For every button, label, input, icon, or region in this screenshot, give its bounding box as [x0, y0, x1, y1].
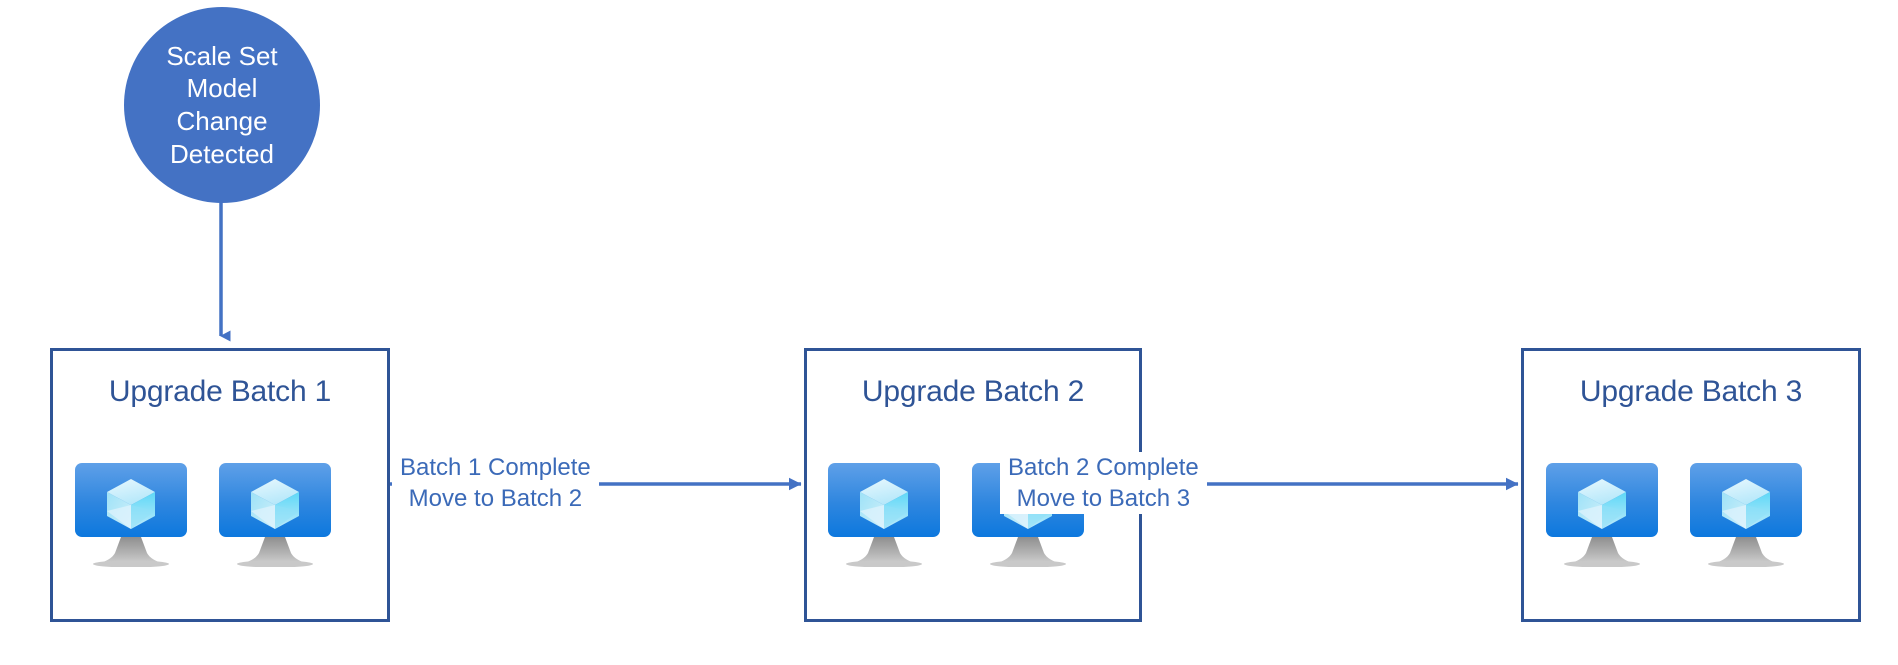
scale-set-model-change-detected-node[interactable]: Scale Set Model Change Detected	[124, 7, 320, 203]
trigger-line-1: Scale Set	[166, 40, 278, 71]
trigger-line-3: Change	[176, 106, 268, 136]
trigger-line-4: Detected	[169, 138, 275, 169]
edge-label-1-line-1: Batch 1 Complete	[400, 454, 591, 481]
upgrade-batch-3-box[interactable]: Upgrade Batch 3	[1521, 348, 1861, 622]
virtual-machine-monitor-icon	[217, 463, 333, 567]
upgrade-batch-1-title: Upgrade Batch 1	[108, 375, 332, 408]
edge-label-2-line-2: Move to Batch 3	[1016, 485, 1191, 513]
edge-label-batch-2-to-batch-3: Batch 2 Complete Move to Batch 3	[1000, 452, 1207, 515]
virtual-machine-monitor-icon	[73, 463, 189, 567]
virtual-machine-monitor-icon	[1544, 463, 1660, 567]
edge-label-2-line-1: Batch 2 Complete	[1008, 454, 1199, 481]
edge-label-1-line-2: Move to Batch 2	[408, 485, 583, 513]
upgrade-batch-2-title: Upgrade Batch 2	[861, 375, 1085, 408]
virtual-machine-monitor-icon	[826, 463, 942, 567]
trigger-line-2: Model	[186, 73, 258, 104]
upgrade-batch-3-vm-row	[1524, 463, 1858, 567]
upgrade-batch-1-box[interactable]: Upgrade Batch 1	[50, 348, 390, 622]
upgrade-batch-3-title: Upgrade Batch 3	[1579, 375, 1803, 408]
virtual-machine-monitor-icon	[1688, 463, 1804, 567]
edge-label-batch-1-to-batch-2: Batch 1 Complete Move to Batch 2	[392, 452, 599, 515]
upgrade-batch-1-vm-row	[53, 463, 387, 567]
